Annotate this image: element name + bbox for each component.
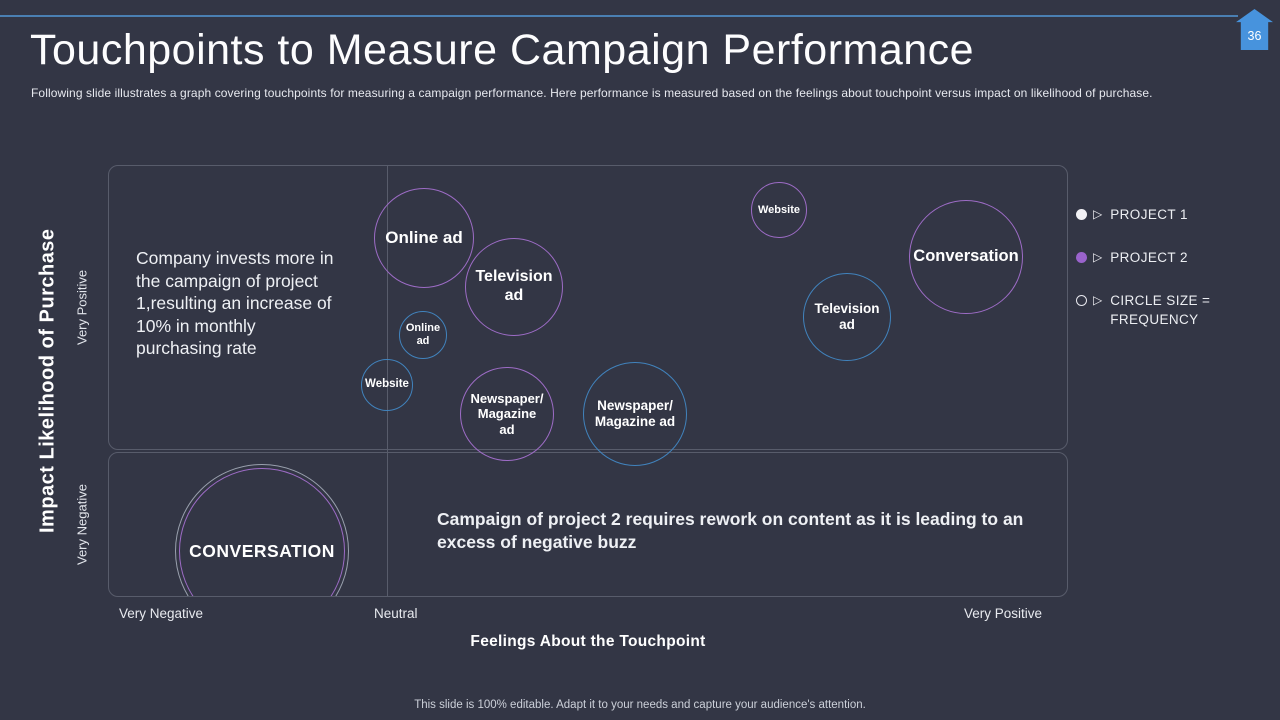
bubble-conversation-project2: Conversation — [909, 200, 1023, 314]
x-axis-label-very-negative: Very Negative — [119, 606, 204, 621]
x-axis-title: Feelings About the Touchpoint — [470, 633, 706, 650]
bubble-website-project2: Website — [751, 182, 807, 238]
legend-triangle-pointer-icon: ▷ — [1093, 250, 1103, 265]
legend-label: PROJECT 2 — [1110, 250, 1188, 266]
bubble-television-ad-project1: Television ad — [803, 273, 891, 361]
bubble-newspaper-magazine-ad-project1: Newspaper/ Magazine ad — [583, 362, 687, 466]
legend-dot-icon — [1076, 209, 1087, 220]
bubble-newspaper-magazine-ad-project2: Newspaper/ Magazine ad — [460, 367, 554, 461]
plot-quadrant-positive — [108, 165, 1068, 450]
y-axis-label-very-positive: Very Positive — [74, 269, 90, 346]
legend-label: PROJECT 1 — [1110, 207, 1188, 222]
accent-divider-line — [0, 15, 1238, 17]
chart-legend: ▷ PROJECT 1 ▷ PROJECT 2 ▷ CIRCLE SIZE = FREQU… — [1076, 206, 1210, 354]
slide-number-home-icon: 36 — [1236, 9, 1273, 50]
legend-dot-icon — [1076, 252, 1087, 264]
legend-triangle-pointer-icon: ▷ — [1093, 207, 1103, 221]
plot-quadrant-negative: CONVERSATION — [108, 452, 1068, 597]
slide-number: 36 — [1247, 29, 1262, 43]
y-axis-title: Impact Likelihood of Purchase — [36, 228, 59, 534]
bubble-online-ad-project1: Online ad — [399, 311, 447, 359]
slide-footer-note: This slide is 100% editable. Adapt it to… — [414, 699, 866, 711]
x-axis-label-very-positive: Very Positive — [964, 606, 1043, 621]
legend-label: CIRCLE SIZE = FREQUENCY — [1110, 293, 1211, 327]
annotation-project1: Company invests more in the campaign of … — [136, 248, 334, 359]
annotation-project2: Campaign of project 2 requires rework on… — [437, 509, 1024, 553]
legend-hollow-circle-icon — [1076, 295, 1087, 307]
bubble-website-project1: Website — [361, 359, 413, 411]
bubble-online-ad-project2: Online ad — [374, 188, 474, 288]
bubble-television-ad-project2: Television ad — [465, 238, 563, 336]
y-axis-label-very-negative: Very Negative — [74, 484, 90, 565]
slide-subtitle: Following slide illustrates a graph cove… — [31, 86, 1153, 100]
legend-item-1: ▷ PROJECT 2 — [1076, 249, 1210, 267]
legend-item-0: ▷ PROJECT 1 — [1076, 206, 1210, 224]
legend-triangle-pointer-icon: ▷ — [1093, 293, 1103, 308]
page-title: Touchpoints to Measure Campaign Performa… — [30, 26, 975, 74]
legend-item-2: ▷ CIRCLE SIZE = FREQUENCY — [1076, 292, 1210, 328]
x-axis-label-neutral: Neutral — [374, 606, 418, 621]
